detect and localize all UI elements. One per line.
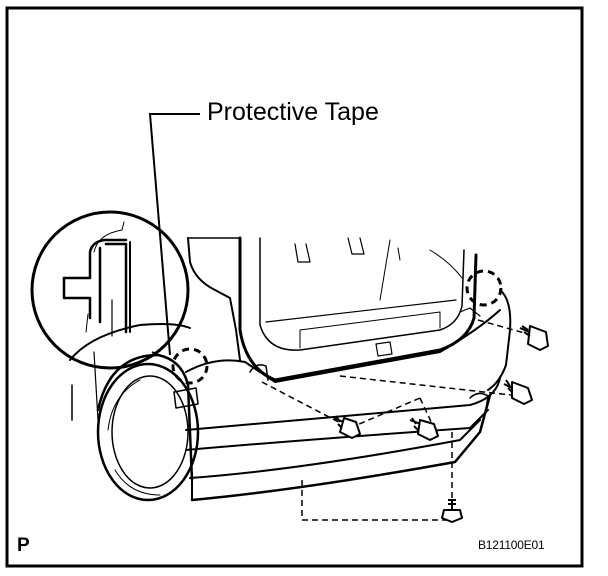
- bolt-center: [409, 417, 439, 441]
- bolt-left-center: [333, 415, 361, 439]
- rear-wheel: [96, 362, 200, 502]
- bumper-face: [185, 377, 501, 431]
- bumper-tab-left: [249, 364, 269, 381]
- left-quarter-panel: [187, 237, 241, 361]
- screw-bottom: [441, 499, 463, 523]
- vehicle-body: [69, 236, 512, 502]
- fastener-projection-lines: [261, 319, 529, 521]
- detail-connector: [151, 351, 173, 361]
- door-latch: [375, 341, 393, 357]
- panel-letter: P: [17, 535, 30, 556]
- bumper-tab-right: [469, 392, 489, 411]
- figure-frame: [5, 6, 584, 568]
- bumper-upper-edge: [185, 309, 501, 383]
- left-tail-light: [173, 387, 199, 409]
- fasteners: [333, 325, 549, 523]
- bolt-upper-right: [519, 325, 549, 351]
- tape-location-right: [465, 269, 503, 307]
- tape-detail-circle: [30, 210, 190, 370]
- bolt-middle-right: [503, 379, 533, 405]
- back-door-opening: [238, 236, 478, 382]
- callout-leader: [148, 113, 200, 356]
- tape-location-left: [171, 347, 209, 385]
- wheel-arch: [96, 353, 194, 482]
- figure-code: B121100E01: [478, 538, 545, 552]
- bumper-lower-edge: [185, 409, 489, 451]
- protective-tape-label: Protective Tape: [207, 98, 379, 126]
